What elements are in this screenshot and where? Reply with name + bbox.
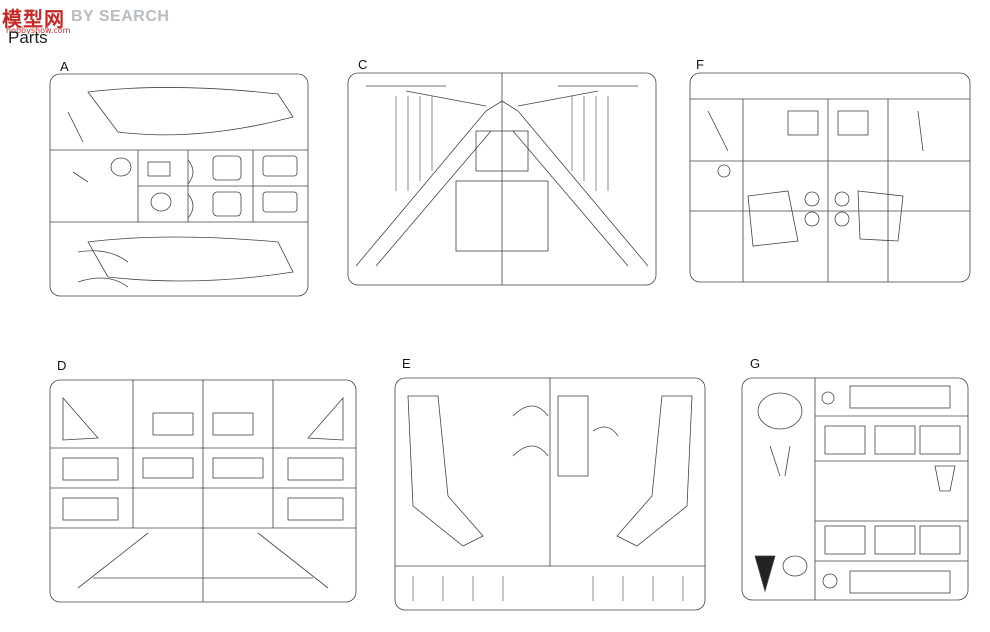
sprue-e-frame bbox=[393, 376, 707, 612]
sprue-d-frame bbox=[48, 378, 358, 604]
watermark: 模型网 BY SEARCH hobbyshow.com bbox=[2, 2, 170, 36]
sprue-g-frame bbox=[740, 376, 970, 602]
sprue-c-frame bbox=[346, 71, 658, 287]
sprue-label-d: D bbox=[57, 358, 67, 373]
sprue-a-frame bbox=[48, 72, 310, 298]
sprue-label-g: G bbox=[750, 356, 761, 371]
sprue-f-frame bbox=[688, 71, 972, 284]
sprue-label-f: F bbox=[696, 57, 704, 72]
sprue-label-c: C bbox=[358, 57, 368, 72]
sprue-label-e: E bbox=[402, 356, 411, 371]
watermark-url: hobbyshow.com bbox=[6, 26, 71, 35]
page-title: Parts bbox=[8, 28, 48, 47]
watermark-logo: 模型网 bbox=[2, 6, 65, 31]
watermark-text: BY SEARCH bbox=[71, 8, 170, 25]
sprue-label-a: A bbox=[60, 59, 69, 74]
